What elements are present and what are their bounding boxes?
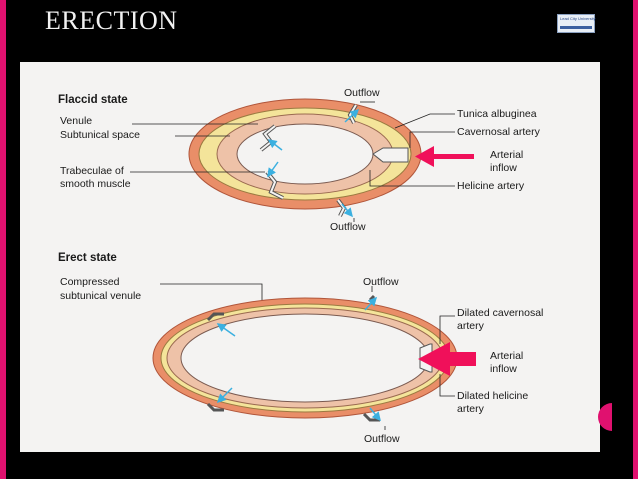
label-dilated-cavernosal: Dilated cavernosal — [457, 307, 543, 319]
flaccid-heading: Flaccid state — [58, 94, 128, 106]
label-subtunical-venule: subtunical venule — [60, 290, 141, 302]
label-outflow-top: Outflow — [344, 87, 380, 99]
label-subtunical-space: Subtunical space — [60, 129, 140, 141]
label-helicine-artery: Helicine artery — [457, 180, 525, 192]
logo-text: Lead City University — [560, 16, 596, 21]
slide-title: ERECTION — [45, 6, 178, 35]
flow-arrow-icon — [267, 139, 283, 151]
label-compressed: Compressed — [60, 276, 120, 288]
flaccid-cross-section — [188, 98, 422, 217]
label-outflow-top-erect: Outflow — [363, 276, 399, 288]
outflow-arrow-icon — [341, 203, 353, 218]
erect-leader-lines — [160, 283, 455, 430]
flow-arrow-icon — [267, 161, 279, 178]
flow-arrow-icon — [216, 323, 236, 337]
label-arterial-erect: Arterial — [490, 350, 523, 362]
label-dilated-helicine: Dilated helicine — [457, 390, 528, 402]
flow-arrow-icon — [216, 387, 233, 404]
outflow-arrow-icon — [344, 108, 360, 123]
label-inflow: inflow — [490, 162, 517, 174]
label-outflow-bottom: Outflow — [330, 221, 366, 233]
logo-bar — [560, 26, 592, 29]
label-trabeculae-1: Trabeculae of — [60, 165, 124, 177]
label-dilated-cavernosal-artery: artery — [457, 320, 485, 332]
label-arterial: Arterial — [490, 149, 523, 161]
label-venule: Venule — [60, 115, 92, 127]
erect-cross-section — [152, 294, 458, 422]
diagram-svg: Flaccid state — [58, 87, 543, 445]
diagram-panel: Flaccid state — [20, 62, 600, 452]
erect-heading: Erect state — [58, 252, 117, 264]
label-outflow-bottom-erect: Outflow — [364, 433, 400, 445]
outflow-arrow-icon — [369, 407, 381, 422]
university-logo-icon: Lead City University — [557, 14, 596, 33]
left-accent-border — [0, 0, 6, 479]
label-cavernosal-artery: Cavernosal artery — [457, 126, 541, 138]
arterial-inflow-arrow-icon — [418, 342, 476, 376]
slide-nav-tab[interactable] — [598, 403, 612, 431]
label-trabeculae-2: smooth muscle — [60, 178, 131, 190]
label-inflow-erect: inflow — [490, 363, 517, 375]
label-tunica-albuginea: Tunica albuginea — [457, 108, 537, 120]
outflow-arrow-icon — [364, 296, 378, 311]
flaccid-leader-lines — [130, 101, 455, 222]
arterial-inflow-arrow-icon — [415, 146, 474, 167]
label-dilated-helicine-artery: artery — [457, 403, 485, 415]
right-accent-border — [633, 0, 638, 479]
